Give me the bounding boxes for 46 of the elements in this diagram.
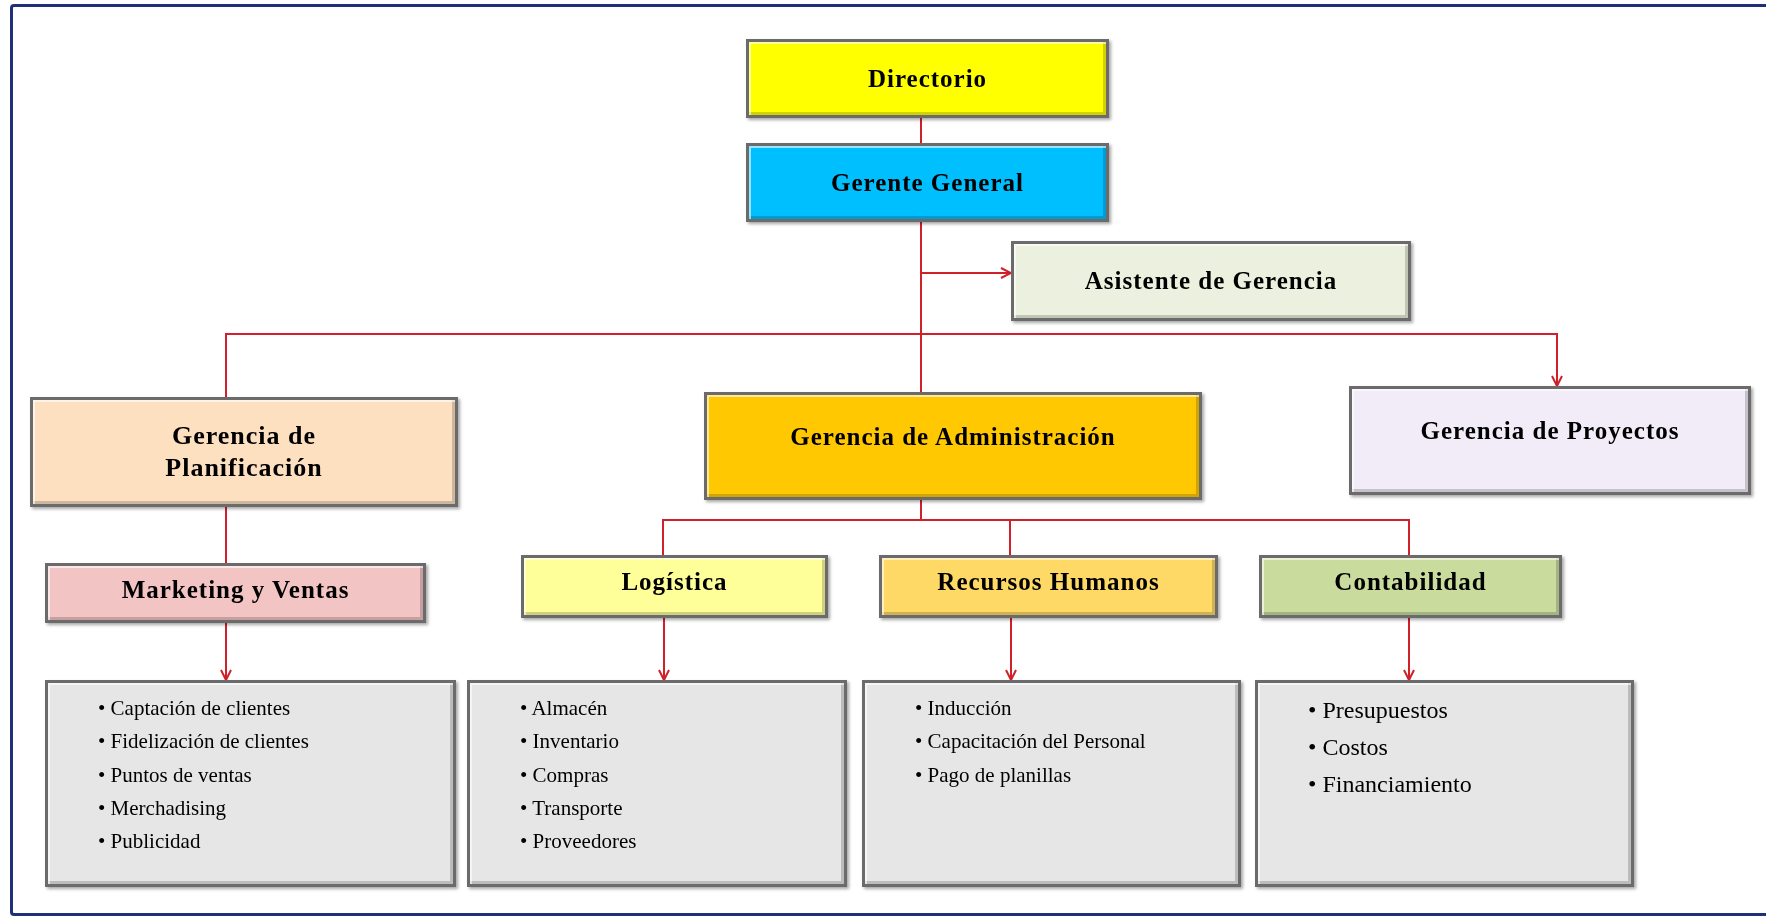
org-box bbox=[45, 563, 426, 623]
list-box bbox=[467, 680, 847, 887]
box-title: Directorio bbox=[866, 63, 989, 94]
org-box bbox=[746, 39, 1109, 118]
list-item: • Captación de clientes bbox=[98, 695, 291, 722]
org-box bbox=[1011, 241, 1411, 321]
list-box bbox=[45, 680, 456, 887]
box-title: Gerencia de Administración bbox=[789, 422, 1117, 452]
list-item: • Puntos de ventas bbox=[98, 761, 252, 789]
list-item: • Compras bbox=[520, 761, 610, 789]
list-item: • Merchadising bbox=[98, 794, 228, 822]
list-item: • Pago de planillas bbox=[915, 761, 1072, 789]
list-item: • Publicidad bbox=[98, 828, 202, 856]
box-title: Gerencia de Proyectos bbox=[1419, 416, 1681, 446]
box-title: Marketing y Ventas bbox=[120, 575, 351, 605]
list-item: • Capacitación del Personal bbox=[915, 728, 1146, 756]
org-box bbox=[521, 555, 828, 618]
list-item: • Fidelización de clientes bbox=[98, 728, 309, 756]
list-item: • Inducción bbox=[915, 695, 1013, 722]
arrow bbox=[220, 622, 232, 681]
box-title: Gerente General bbox=[830, 167, 1025, 198]
list-item: • Proveedores bbox=[520, 828, 638, 856]
box-title: Recursos Humanos bbox=[936, 567, 1161, 597]
list-box bbox=[862, 680, 1241, 887]
list-box bbox=[1255, 680, 1634, 887]
box-title: Asistente de Gerencia bbox=[1083, 266, 1339, 297]
org-box bbox=[1259, 555, 1562, 618]
list-item: • Almacén bbox=[520, 695, 609, 722]
org-box bbox=[879, 555, 1218, 618]
connector-line bbox=[920, 117, 922, 144]
box-title: Logística bbox=[620, 567, 729, 597]
box-title: Gerencia de Planificación bbox=[164, 419, 324, 484]
arrow bbox=[658, 617, 670, 681]
arrow bbox=[1005, 617, 1017, 681]
org-box bbox=[746, 143, 1109, 222]
list-item: • Inventario bbox=[520, 728, 620, 756]
list-item: • Costos bbox=[1308, 733, 1389, 763]
box-title: Contabilidad bbox=[1333, 567, 1488, 597]
org-box bbox=[1349, 386, 1751, 495]
arrow bbox=[1403, 617, 1415, 681]
list-item: • Financiamiento bbox=[1308, 770, 1473, 800]
connector-line bbox=[225, 506, 227, 564]
list-item: • Presupuestos bbox=[1308, 696, 1449, 725]
org-box bbox=[704, 392, 1202, 500]
list-item: • Transporte bbox=[520, 794, 624, 822]
org-box bbox=[30, 397, 458, 507]
